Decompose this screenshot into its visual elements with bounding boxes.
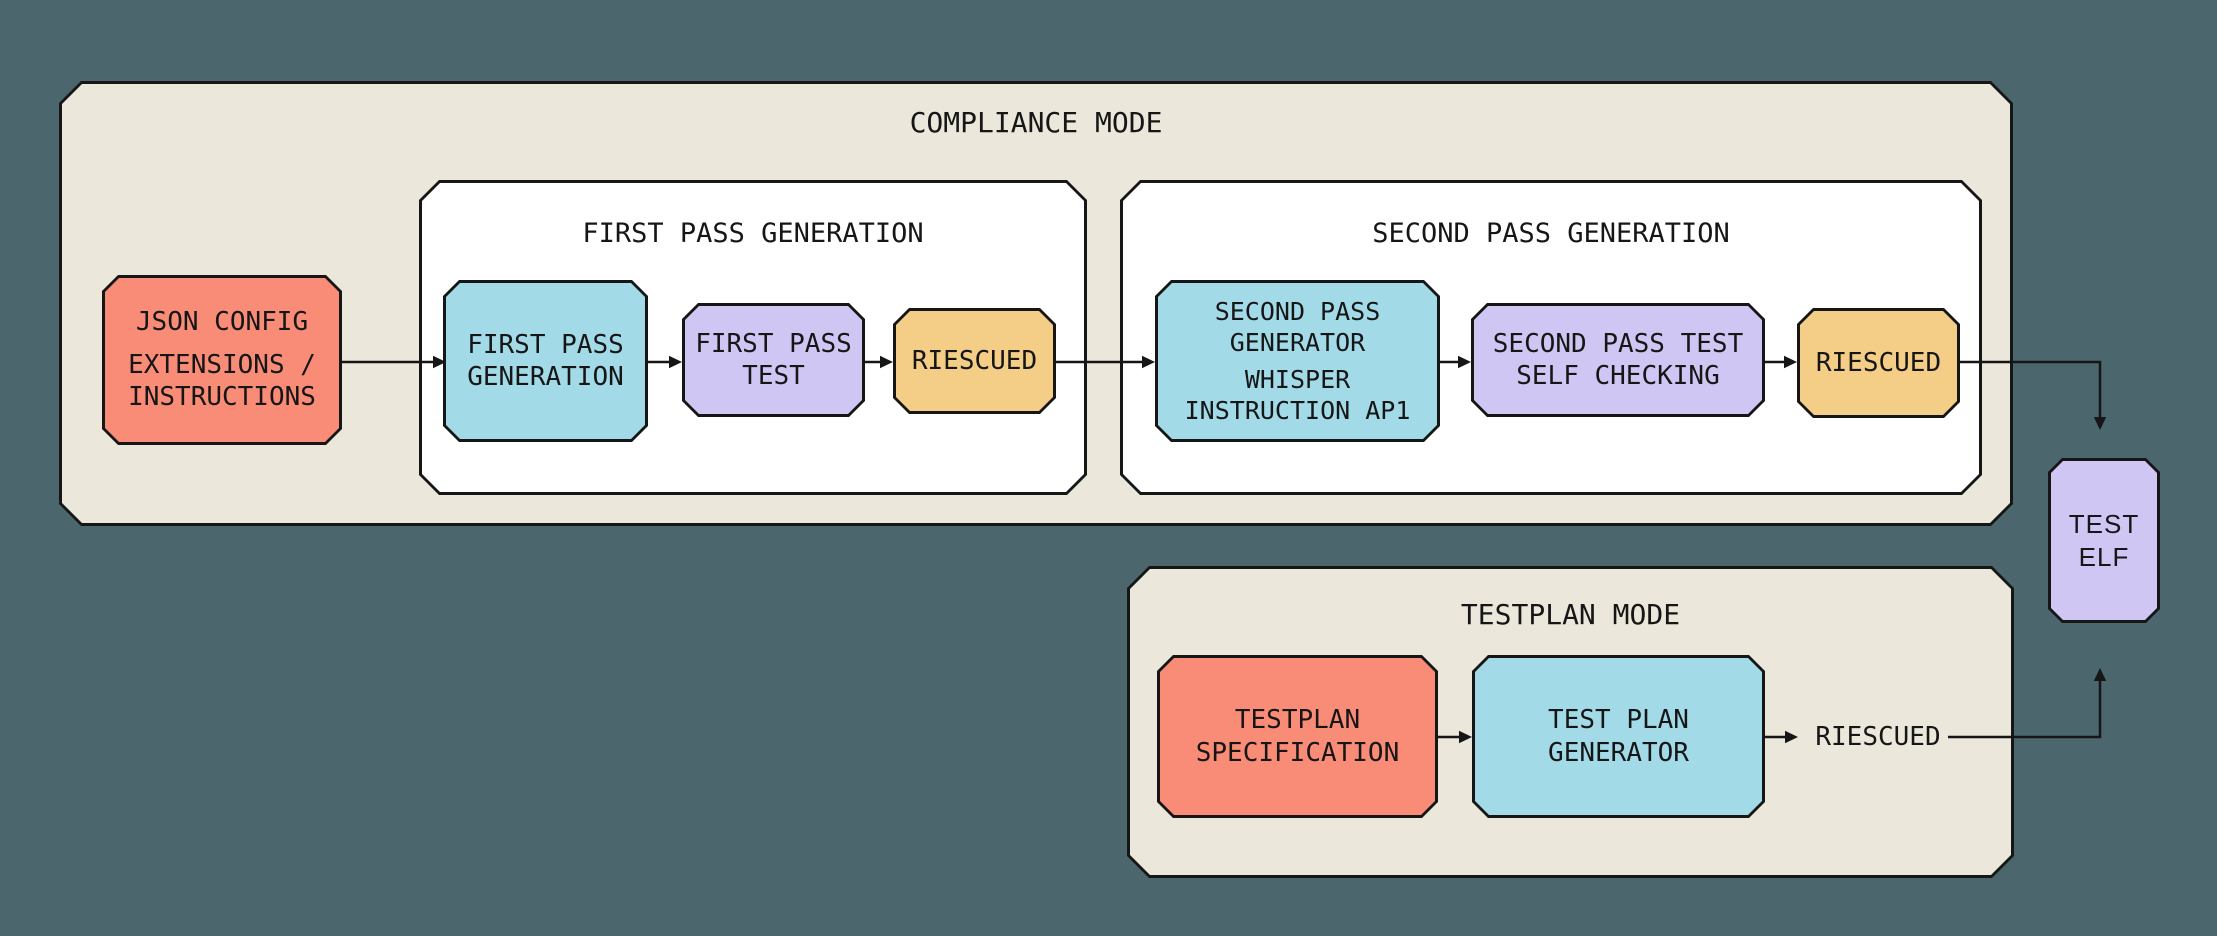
first-pass-riescued-label: RIESCUED bbox=[911, 345, 1038, 376]
arrowhead-up-testelf bbox=[2093, 668, 2107, 681]
json-config-sublabel: EXTENSIONS / INSTRUCTIONS bbox=[128, 349, 316, 413]
second-pass-panel-title: SECOND PASS GENERATION bbox=[1372, 218, 1730, 249]
second-pass-test-label: SECOND PASS TEST SELF CHECKING bbox=[1492, 328, 1744, 391]
second-pass-riescued-node: RIESCUED bbox=[1797, 308, 1960, 418]
test-elf-node: TEST ELF bbox=[2048, 458, 2160, 623]
testplan-spec-node: TESTPLAN SPECIFICATION bbox=[1157, 655, 1438, 818]
testplan-generator-node: TEST PLAN GENERATOR bbox=[1472, 655, 1765, 818]
first-pass-generator-label: FIRST PASS GENERATION bbox=[467, 329, 624, 392]
first-pass-riescued-node: RIESCUED bbox=[893, 308, 1056, 414]
second-pass-riescued-label: RIESCUED bbox=[1815, 347, 1942, 378]
arrowhead-down-testelf bbox=[2093, 417, 2107, 430]
testplan-generator-label: TEST PLAN GENERATOR bbox=[1548, 705, 1689, 768]
first-pass-test-label: FIRST PASS TEST bbox=[695, 328, 852, 391]
first-pass-test-node: FIRST PASS TEST bbox=[682, 303, 865, 417]
testplan-spec-label: TESTPLAN SPECIFICATION bbox=[1195, 705, 1400, 768]
second-pass-generator-label: SECOND PASS GENERATOR bbox=[1214, 296, 1381, 357]
test-elf-label: TEST ELF bbox=[2068, 509, 2140, 572]
second-pass-generator-sublabel: WHISPER INSTRUCTION AP1 bbox=[1184, 365, 1411, 426]
compliance-mode-title: COMPLIANCE MODE bbox=[909, 106, 1163, 139]
first-pass-generator-node: FIRST PASS GENERATION bbox=[443, 280, 648, 442]
testplan-riescued-label: RIESCUED bbox=[1815, 722, 1941, 752]
testplan-mode-title: TESTPLAN MODE bbox=[1460, 598, 1681, 631]
json-config-node: JSON CONFIG EXTENSIONS / INSTRUCTIONS bbox=[102, 275, 342, 445]
second-pass-test-node: SECOND PASS TEST SELF CHECKING bbox=[1471, 303, 1765, 417]
json-config-label: JSON CONFIG bbox=[135, 307, 309, 338]
second-pass-generator-node: SECOND PASS GENERATOR WHISPER INSTRUCTIO… bbox=[1155, 280, 1440, 442]
first-pass-panel-title: FIRST PASS GENERATION bbox=[582, 218, 924, 249]
